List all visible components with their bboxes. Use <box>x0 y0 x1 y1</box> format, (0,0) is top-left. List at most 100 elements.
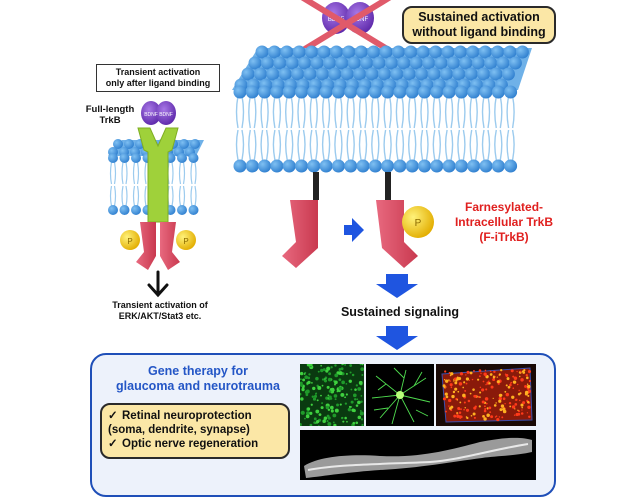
lipid-tail <box>297 95 306 129</box>
lipid-head <box>442 85 456 99</box>
green-speckle <box>313 417 317 421</box>
lipid-head <box>503 45 517 59</box>
lipid-tail <box>178 161 186 207</box>
red-speckle <box>455 377 457 379</box>
red-speckle <box>482 415 485 418</box>
red-speckle <box>445 379 449 383</box>
lipid-head <box>307 85 321 99</box>
red-speckle <box>484 369 487 372</box>
red-speckle <box>465 377 470 381</box>
lipid-head <box>190 139 200 149</box>
benefit-item: ✓Retinal neuroprotection (soma, dendrite… <box>108 409 282 437</box>
green-speckle <box>346 420 348 423</box>
red-speckle <box>486 413 490 417</box>
green-speckle <box>334 364 337 367</box>
green-speckle <box>354 388 357 391</box>
lipid-tail <box>469 129 478 161</box>
red-speckle <box>482 380 485 383</box>
lipid-tail <box>260 129 269 161</box>
lipid-head <box>179 139 189 149</box>
green-speckle <box>313 421 316 424</box>
green-speckle <box>359 411 364 416</box>
red-speckle <box>458 411 462 415</box>
lipid-tail <box>506 95 515 129</box>
green-speckle <box>361 364 364 366</box>
lipid-head <box>405 159 419 173</box>
red-speckle <box>488 382 491 385</box>
lipid-tail <box>383 129 392 161</box>
lipid-head <box>124 139 134 149</box>
green-speckle <box>359 364 363 366</box>
lipid-tail <box>285 95 294 129</box>
red-speckle <box>520 403 524 407</box>
red-speckle <box>507 385 511 389</box>
lipid-head <box>340 67 354 81</box>
red-speckle <box>483 417 487 421</box>
lipid-head <box>319 159 333 173</box>
lipid-head <box>331 159 345 173</box>
f-itrkb-left <box>282 172 319 268</box>
lipid-head <box>245 85 259 99</box>
lipid-head <box>464 67 478 81</box>
lipid-head <box>367 45 381 59</box>
green-speckle <box>357 415 362 420</box>
lipid-head <box>397 56 411 70</box>
green-speckle <box>318 413 322 417</box>
top-callout: Sustained activation without ligand bind… <box>402 6 556 44</box>
lipid-tail <box>334 95 343 129</box>
ligand-right <box>156 101 176 125</box>
red-speckle <box>456 414 460 419</box>
lipid-head <box>305 45 319 59</box>
lipid-head <box>416 45 430 59</box>
lipid-tail <box>469 95 478 129</box>
red-speckle <box>457 390 460 393</box>
lipid-head <box>489 67 503 81</box>
membrane-tails <box>235 95 515 161</box>
lipid-head <box>442 159 456 173</box>
green-speckle <box>350 388 353 391</box>
lipid-head <box>453 45 467 59</box>
lipid-head <box>478 45 492 59</box>
green-speckle <box>300 423 302 426</box>
green-speckle <box>361 374 364 376</box>
red-speckle <box>520 412 524 415</box>
green-speckle <box>325 405 330 410</box>
lipid-tail <box>248 95 257 129</box>
green-speckle <box>327 394 330 397</box>
green-speckle <box>348 379 352 383</box>
red-speckle <box>526 412 528 414</box>
green-speckle <box>304 375 309 380</box>
lipid-tail <box>420 129 429 161</box>
lipid-head <box>368 159 382 173</box>
lipid-tail <box>494 129 503 161</box>
green-speckle <box>355 421 359 425</box>
membrane-core <box>236 92 518 164</box>
red-speckle <box>513 414 516 416</box>
red-speckle <box>521 409 523 411</box>
green-speckle <box>333 423 337 426</box>
retina-green-image <box>300 364 364 426</box>
green-speckle <box>320 406 324 410</box>
red-speckle <box>512 387 515 390</box>
lipid-tail <box>371 129 380 161</box>
ligand-text: BDNF <box>352 17 369 23</box>
lipid-head <box>471 56 485 70</box>
lipid-head <box>233 85 247 99</box>
red-speckle <box>462 386 465 389</box>
red-speckle <box>445 410 447 413</box>
red-speckle <box>501 416 504 419</box>
lipid-head <box>119 153 130 163</box>
lipid-head <box>303 67 317 81</box>
lipid-head <box>270 85 284 99</box>
lipid-tail <box>408 129 417 161</box>
red-speckle <box>513 376 518 380</box>
green-speckle <box>321 384 324 387</box>
red-speckle <box>490 415 494 419</box>
lipid-head <box>496 56 510 70</box>
red-speckle <box>477 378 480 381</box>
lipid-head <box>278 67 292 81</box>
red-speckle <box>443 379 446 381</box>
red-speckle <box>510 369 514 373</box>
green-speckle <box>341 364 344 366</box>
green-speckle <box>338 369 341 372</box>
